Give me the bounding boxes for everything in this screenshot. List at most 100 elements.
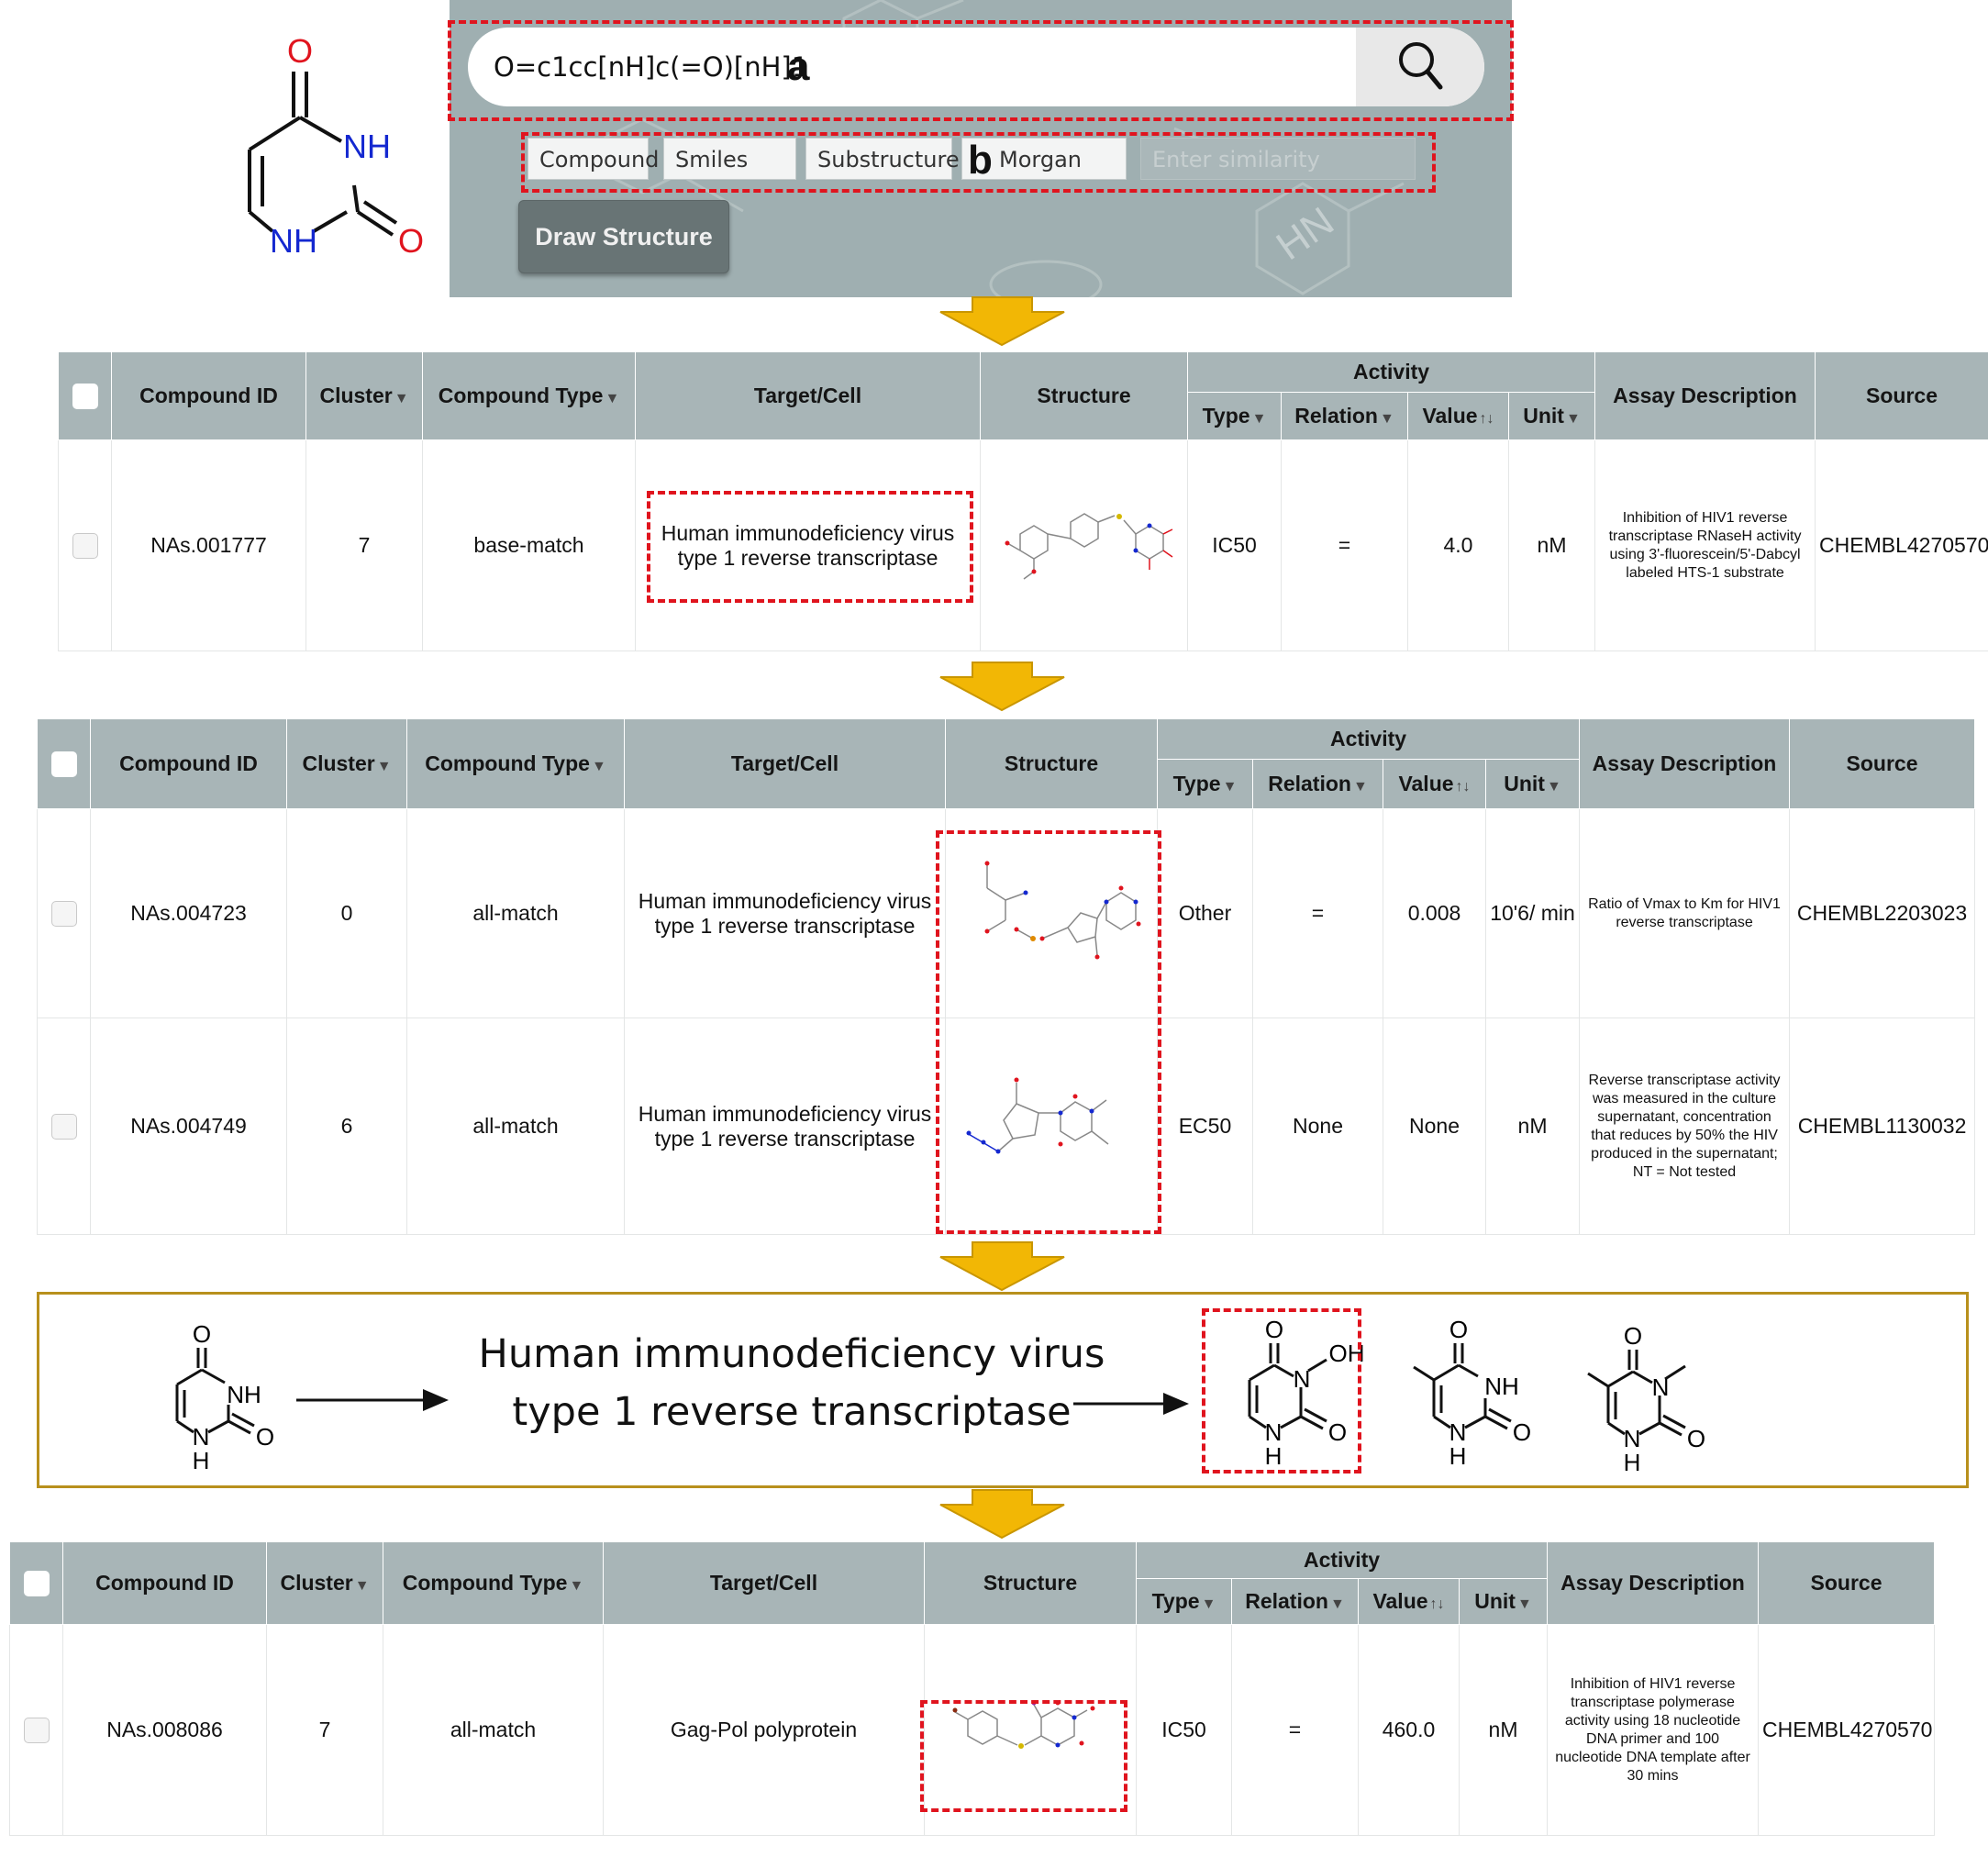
activity-value: 460.0 [1358,1624,1460,1836]
header-target: Target/Cell [635,351,981,440]
header-cluster[interactable]: Cluster▼ [305,351,423,440]
sort-icon[interactable]: ▼ [1352,779,1368,795]
header-compound-id[interactable]: Compound ID [90,718,287,809]
compound-field[interactable]: Compound [528,138,659,180]
search-button[interactable] [1356,28,1484,106]
sort-icon[interactable]: ▼ [1201,1596,1216,1612]
header-assay: Assay Description [1579,718,1791,809]
atom-label: H [1624,1449,1641,1476]
table-row[interactable]: NAs.008086 7 all-match Gag-Pol polyprote… [9,1624,1936,1836]
search-icon [1399,41,1443,89]
compound-structure-image [966,1077,1109,1153]
sort-icon[interactable]: ▼ [1546,779,1561,795]
highlight-structure [920,1700,1127,1812]
header-cluster[interactable]: Cluster▼ [266,1541,383,1625]
search-input[interactable] [468,28,1330,106]
result-table-2: Compound ID Cluster▼ Compound Type▼ Targ… [37,718,1976,1235]
atom-label: O [287,32,313,70]
sort-icon[interactable]: ▼ [1565,411,1581,427]
header-assay: Assay Description [1594,351,1816,440]
sort-icon[interactable]: ▼ [591,759,606,774]
source-link[interactable]: CHEMBL4270570 [1815,439,1988,651]
header-unit[interactable]: Unit▼ [1484,759,1581,809]
down-arrow-icon [939,296,1065,347]
header-value[interactable]: Value↑↓ [1407,392,1509,440]
header-value[interactable]: Value↑↓ [1358,1578,1460,1625]
row-checkbox[interactable] [50,1113,77,1140]
header-compound-type[interactable]: Compound Type▼ [383,1541,604,1625]
highlight-target [647,491,973,603]
result-table-3: Compound ID Cluster▼ Compound Type▼ Targ… [9,1541,1936,1836]
activity-type: EC50 [1157,1017,1253,1235]
right-arrow-icon [296,1389,449,1411]
sort-icon[interactable]: ↑↓ [1479,411,1494,427]
sort-icon[interactable]: ▼ [394,391,409,406]
sort-icon[interactable]: ▼ [1379,411,1394,427]
compound-id[interactable]: NAs.001777 [111,439,306,651]
header-unit[interactable]: Unit▼ [1458,1578,1549,1625]
header-type[interactable]: Type▼ [1136,1578,1232,1625]
morgan-field[interactable]: Morgan [961,138,1127,180]
header-cluster[interactable]: Cluster▼ [286,718,407,809]
select-all-checkbox[interactable] [50,751,77,777]
sort-icon[interactable]: ▼ [1329,1596,1345,1612]
row-checkbox[interactable] [23,1717,50,1743]
header-compound-id[interactable]: Compound ID [111,351,306,440]
structure-cell [945,808,1158,1018]
sort-icon[interactable]: ▼ [1516,1596,1532,1612]
sort-icon[interactable]: ▼ [605,391,620,406]
header-type[interactable]: Type▼ [1187,392,1282,440]
header-type[interactable]: Type▼ [1157,759,1253,809]
substructure-field[interactable]: Substructure [805,138,960,180]
atom-label: O [256,1423,274,1451]
compound-id[interactable]: NAs.004723 [90,808,287,1018]
atom-label: N [1294,1365,1311,1393]
sort-icon[interactable]: ▼ [354,1578,370,1594]
header-compound-type[interactable]: Compound Type▼ [406,718,625,809]
select-all-cell [58,351,112,440]
header-relation[interactable]: Relation▼ [1231,1578,1359,1625]
search-panel: HN Compound Smiles Substructure Morgan E… [450,0,1512,297]
select-all-checkbox[interactable] [72,383,98,409]
activity-type: Other [1157,808,1253,1018]
header-unit[interactable]: Unit▼ [1507,392,1596,440]
table-row[interactable]: NAs.001777 7 base-match Human immunodefi… [58,439,1988,651]
activity-value: 0.008 [1383,808,1486,1018]
highlight-search-options [521,132,1436,193]
source-link[interactable]: CHEMBL4270570 [1758,1624,1936,1836]
source-link[interactable]: CHEMBL1130032 [1789,1017,1976,1235]
header-compound-id[interactable]: Compound ID [62,1541,267,1625]
sort-icon[interactable]: ↑↓ [1455,779,1471,795]
select-all-checkbox[interactable] [23,1570,50,1596]
similarity-input[interactable]: Enter similarity [1140,138,1416,180]
table-row[interactable]: NAs.004723 0 all-match Human immunodefic… [37,808,1976,1018]
row-checkbox[interactable] [72,532,98,559]
atom-label: O [1449,1316,1468,1343]
header-relation[interactable]: Relation▼ [1252,759,1383,809]
compound-id[interactable]: NAs.004749 [90,1017,287,1235]
header-compound-type[interactable]: Compound Type▼ [422,351,636,440]
sort-icon[interactable]: ▼ [1222,779,1238,795]
atom-label: N [1624,1425,1641,1452]
activity-relation: None [1252,1017,1383,1235]
sort-icon[interactable]: ▼ [569,1578,584,1594]
row-checkbox[interactable] [50,900,77,927]
compound-id[interactable]: NAs.008086 [62,1624,267,1836]
compound-structure-image [984,861,1141,959]
draw-structure-button[interactable]: Draw Structure [518,200,729,273]
target-cell: Human immunodeficiency virus type 1 reve… [624,808,946,1018]
table-row[interactable]: NAs.004749 6 all-match Human immunodefic… [37,1017,1976,1235]
sort-icon[interactable]: ▼ [1251,411,1267,427]
header-structure: Structure [924,1541,1137,1625]
smiles-field[interactable]: Smiles [663,138,796,180]
compound-type: base-match [422,439,636,651]
row-select-cell [9,1624,63,1836]
header-value[interactable]: Value↑↓ [1383,759,1486,809]
sort-icon[interactable]: ↑↓ [1429,1596,1445,1612]
header-activity: Activity [1186,351,1596,393]
header-relation[interactable]: Relation▼ [1281,392,1408,440]
highlight-hydroxyuracil [1202,1308,1361,1473]
source-link[interactable]: CHEMBL2203023 [1789,808,1976,1018]
sort-icon[interactable]: ▼ [376,759,392,774]
assay-description: Inhibition of HIV1 reverse transcriptase… [1594,439,1816,651]
